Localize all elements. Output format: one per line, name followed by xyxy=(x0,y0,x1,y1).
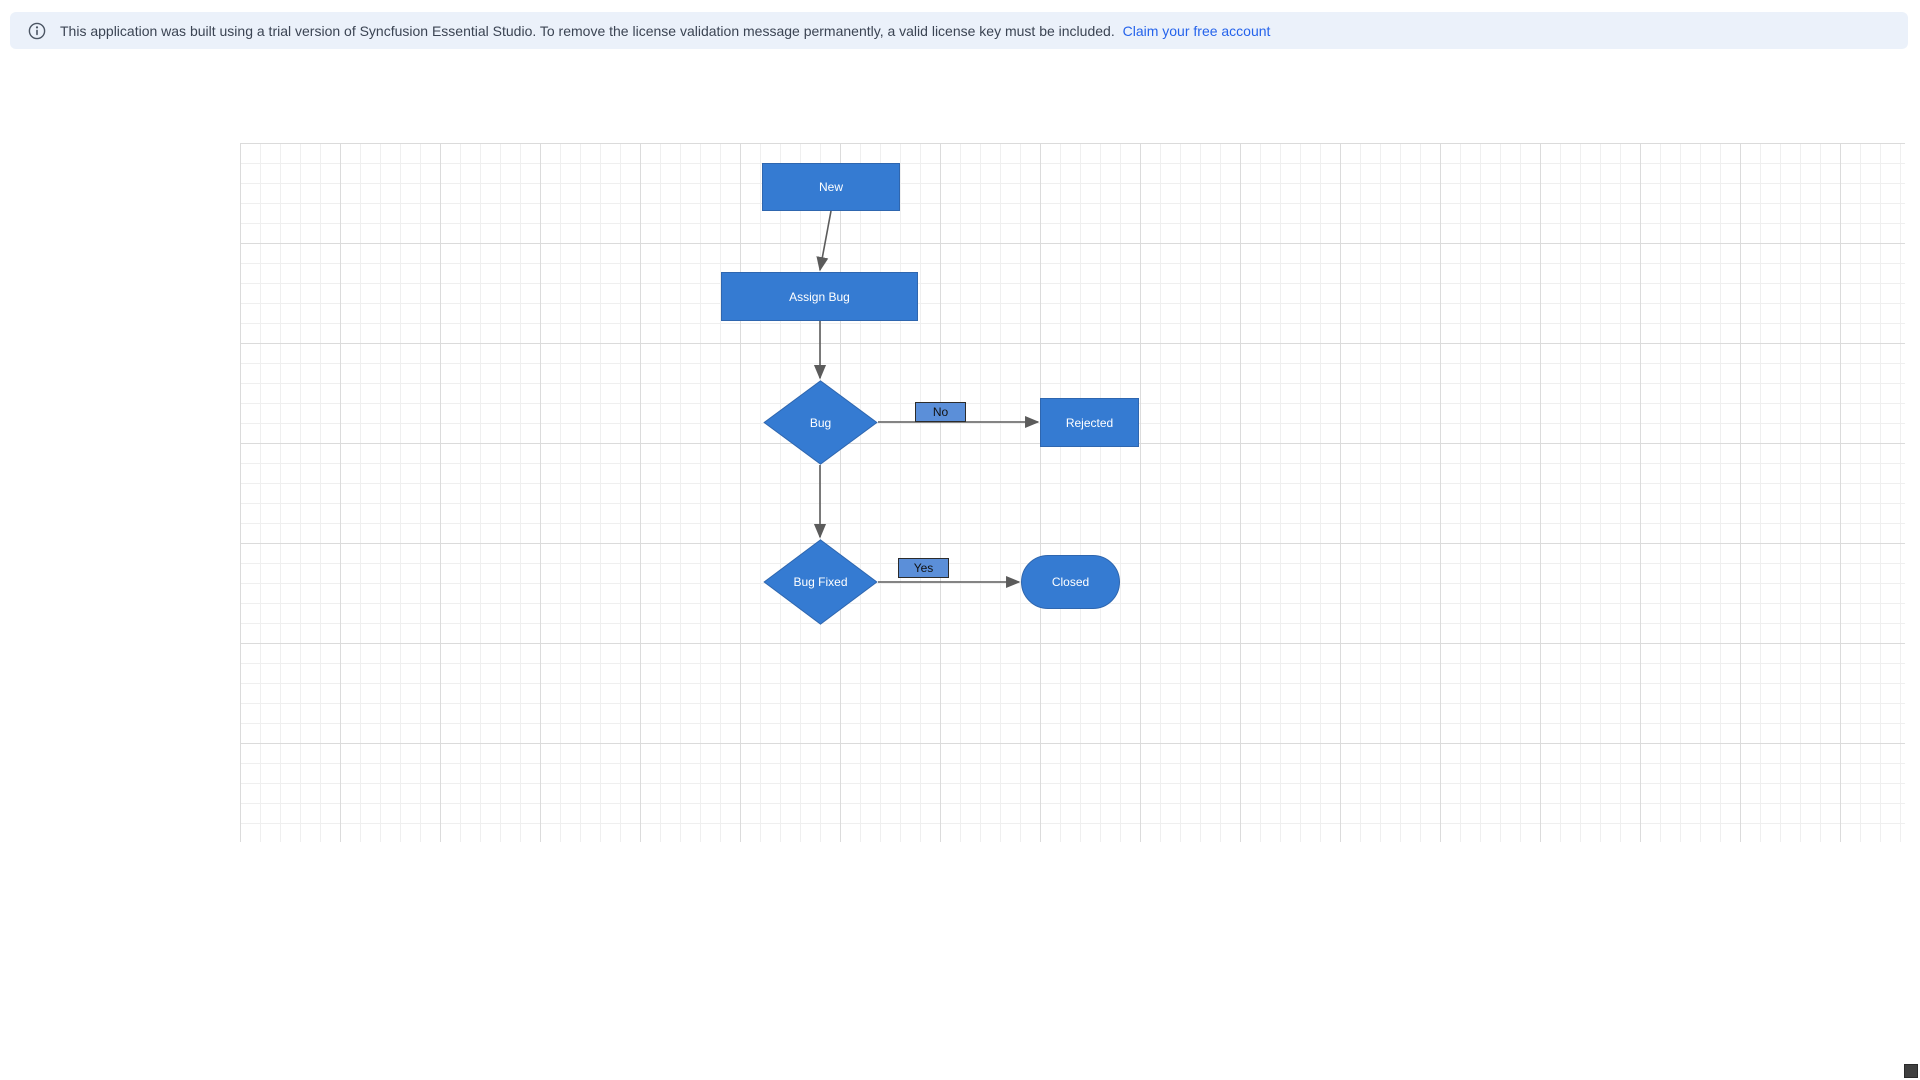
node-closed-label: Closed xyxy=(1051,575,1090,589)
diamond-shape-icon xyxy=(763,539,878,625)
node-bug-label: Bug xyxy=(809,415,832,430)
license-message: This application was built using a trial… xyxy=(60,22,1115,39)
connector-label-no[interactable]: No xyxy=(915,402,966,422)
node-new[interactable]: New xyxy=(762,163,900,211)
node-rejected[interactable]: Rejected xyxy=(1040,398,1139,447)
connector-new-to-assign-bug[interactable] xyxy=(816,210,832,272)
connector-layer xyxy=(813,210,1040,589)
diamond-shape-icon xyxy=(763,380,878,465)
node-bug-fixed[interactable]: Bug Fixed xyxy=(763,539,878,625)
claim-account-link[interactable]: Claim your free account xyxy=(1122,22,1271,39)
node-rejected-label: Rejected xyxy=(1065,415,1114,430)
node-bug[interactable]: Bug xyxy=(763,380,878,465)
node-closed[interactable]: Closed xyxy=(1021,555,1120,609)
node-new-label: New xyxy=(818,180,843,194)
connector-label-yes[interactable]: Yes xyxy=(898,558,949,578)
node-assign-bug-label: Assign Bug xyxy=(789,289,850,304)
info-icon xyxy=(28,22,46,39)
license-banner: This application was built using a trial… xyxy=(10,12,1908,49)
scrollbar-corner[interactable] xyxy=(1904,1064,1918,1078)
diagram-canvas[interactable]: New Assign Bug Bug Rejected Bug Fixed Cl… xyxy=(240,143,1905,842)
node-assign-bug[interactable]: Assign Bug xyxy=(721,272,918,321)
node-bug-fixed-label: Bug Fixed xyxy=(793,575,848,589)
